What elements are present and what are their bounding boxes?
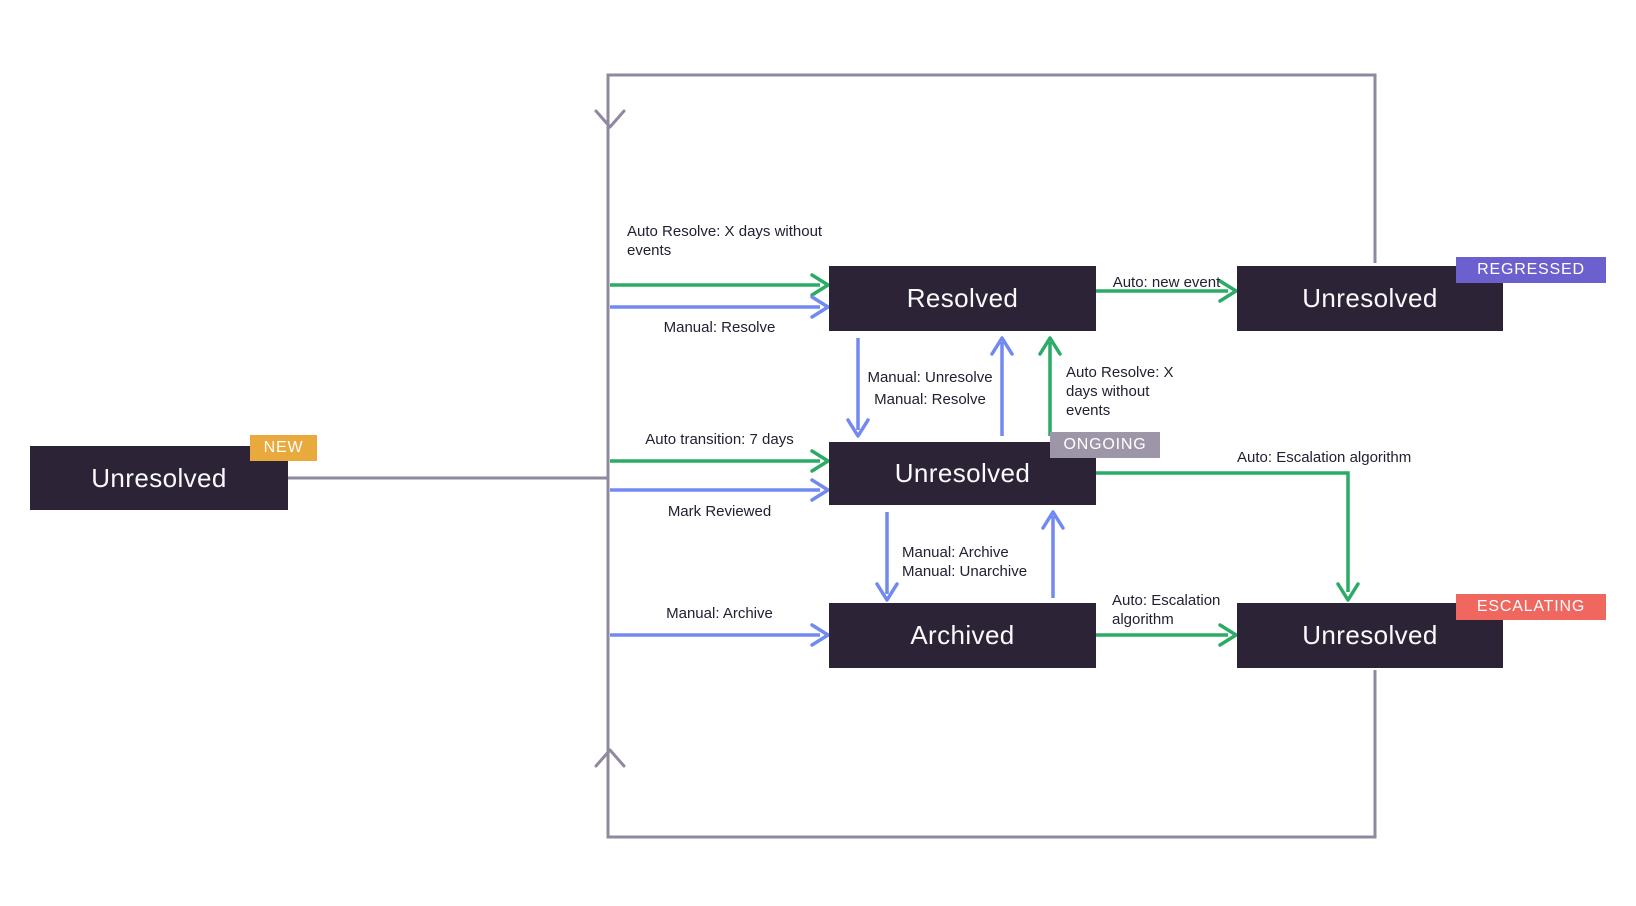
edge-label-auto-escalation-archived: Auto: Escalation algorithm xyxy=(1112,592,1221,628)
edge-label-auto-resolve-ongoing: Auto Resolve: X days without events xyxy=(1066,364,1174,419)
edge-label-mark-reviewed: Mark Reviewed xyxy=(667,503,772,520)
edge-label-manual-archive: Manual: Archive xyxy=(902,544,1009,561)
arrowhead-mark-reviewed xyxy=(810,478,830,502)
arrowhead-auto-transition xyxy=(810,449,830,473)
badge-regressed: REGRESSED xyxy=(1456,257,1606,283)
state-unresolved-escalating-label: Unresolved xyxy=(1302,620,1438,650)
edge-label-auto-escalation-ongoing: Auto: Escalation algorithm xyxy=(1237,449,1412,466)
edge-auto-escalation-ongoing xyxy=(1096,471,1350,592)
badge-ongoing: ONGOING xyxy=(1050,432,1160,458)
state-unresolved-new-label: Unresolved xyxy=(91,462,227,493)
arrowhead-auto-escalation-ongoing xyxy=(1336,582,1360,602)
feedback-loop-rail xyxy=(606,73,1377,839)
edge-label-auto-resolve-from-new: Auto Resolve: X days without events xyxy=(627,223,823,259)
state-archived-label: Archived xyxy=(910,620,1015,650)
state-unresolved-new: Unresolved xyxy=(30,446,288,510)
arrowhead-manual-resolve-from-new xyxy=(810,295,830,319)
edge-label-manual-archive-from-new: Manual: Archive xyxy=(666,605,773,622)
state-unresolved-ongoing-label: Unresolved xyxy=(894,458,1031,488)
arrowhead-manual-archive-from-new xyxy=(810,623,830,647)
rail-arrowhead-up xyxy=(594,748,626,768)
state-resolved: Resolved xyxy=(829,266,1096,331)
state-unresolved-regressed: Unresolved xyxy=(1237,266,1503,331)
rail-arrowhead-down xyxy=(594,109,626,129)
state-unresolved-escalating: Unresolved xyxy=(1237,603,1503,668)
edge-label-auto-new-event: Auto: new event xyxy=(1112,274,1221,291)
edge-label-auto-transition: Auto transition: 7 days xyxy=(645,431,794,448)
edge-label-manual-resolve: Manual: Resolve xyxy=(874,391,986,408)
arrowhead-manual-unarchive xyxy=(1041,510,1065,530)
state-unresolved-regressed-label: Unresolved xyxy=(1302,283,1438,313)
arrowhead-auto-new-event xyxy=(1218,279,1238,303)
arrowhead-manual-unresolve xyxy=(846,418,870,438)
arrowhead-auto-escalation-archived xyxy=(1218,623,1238,647)
edge-label-manual-resolve-from-new: Manual: Resolve xyxy=(663,319,776,336)
arrowhead-auto-resolve-from-new xyxy=(810,273,830,297)
state-archived: Archived xyxy=(829,603,1096,668)
badge-new: NEW xyxy=(250,435,317,461)
arrowhead-manual-archive xyxy=(875,582,899,602)
arrowhead-auto-resolve-ongoing xyxy=(1038,336,1062,356)
state-resolved-label: Resolved xyxy=(906,283,1019,313)
edge-label-manual-unresolve: Manual: Unresolve xyxy=(867,369,993,386)
badge-escalating: ESCALATING xyxy=(1456,594,1606,620)
arrowhead-manual-resolve xyxy=(990,336,1014,356)
edge-label-manual-unarchive: Manual: Unarchive xyxy=(902,563,1028,580)
